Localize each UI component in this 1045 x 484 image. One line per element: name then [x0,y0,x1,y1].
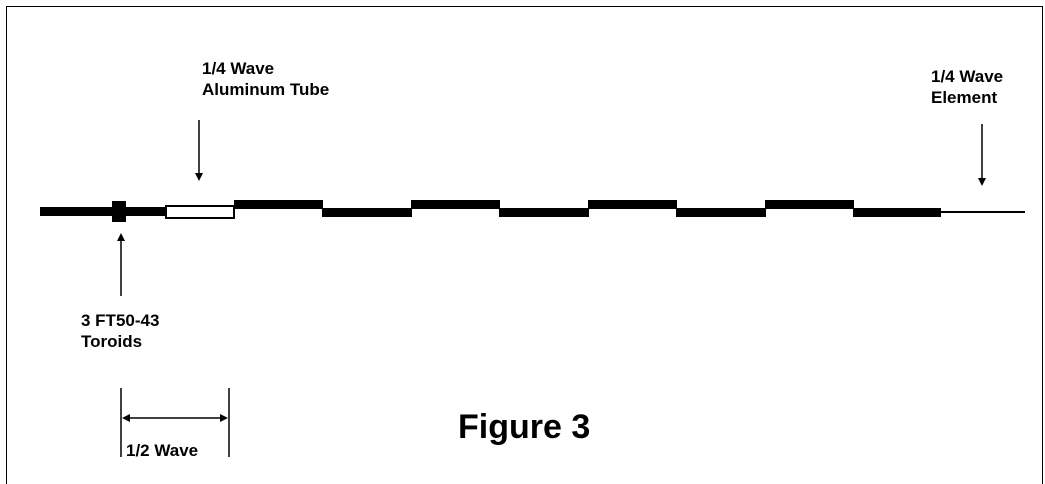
coax-segment-low [322,208,412,217]
element-arrow [978,124,986,186]
tube-label-line1: 1/4 Wave [202,59,275,78]
figure-title: Figure 3 [458,408,591,446]
coax-segment-low [499,208,589,217]
coax-segment-low [676,208,766,217]
coax-segment-high [411,200,500,209]
half-wave-dimension [120,388,230,457]
tube-arrow [195,120,203,181]
aluminum-tube [165,205,235,219]
coax-segment-high [588,200,677,209]
toroids-arrow [117,233,125,296]
toroids-label: 3 FT50-43 Toroids [81,310,159,352]
coax-feedline [40,207,166,216]
toroids-label-line2: Toroids [81,332,143,351]
tube-label-line2: Aluminum Tube [202,80,330,99]
element-label-line1: 1/4 Wave [931,67,1004,86]
coax-sections [234,200,941,217]
coax-segment-high [234,200,323,209]
toroids-label-line1: 3 FT50-43 [81,311,160,330]
element-label-line2: Element [931,88,998,107]
diagram-frame [6,6,1043,484]
tube-label: 1/4 Wave Aluminum Tube [202,58,329,100]
coax-segment-high [765,200,854,209]
coax-segment-low [853,208,941,217]
half-wave-label: 1/2 Wave [126,441,199,460]
toroid-choke [112,201,126,222]
element-label: 1/4 Wave Element [931,66,1003,108]
